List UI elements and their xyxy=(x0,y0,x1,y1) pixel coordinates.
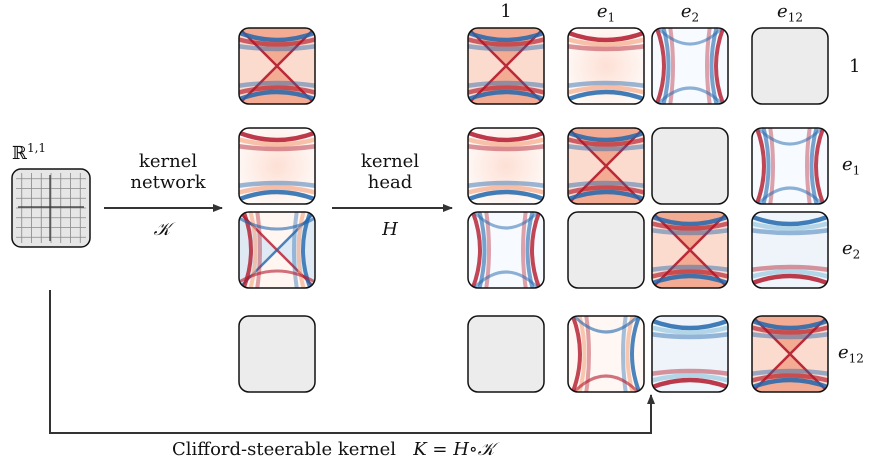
head-kernel-tile-r2-c3 xyxy=(651,127,729,205)
network-kernel-tile-2 xyxy=(238,127,316,205)
head-kernel-tile-r2-c2 xyxy=(567,127,645,205)
head-kernel-tile-r4-c4 xyxy=(751,315,829,393)
head-kernel-tile-r3-c3 xyxy=(651,211,729,289)
head-kernel-tile-r1-c3 xyxy=(651,27,729,105)
head-kernel-tile-r1-c2 xyxy=(567,27,645,105)
network-kernel-tile-4 xyxy=(238,315,316,393)
column-label-e12: e12 xyxy=(777,1,803,25)
head-kernel-tile-r2-c4 xyxy=(751,127,829,205)
caption: Clifford-steerable kernel K = H∘𝒦 xyxy=(172,439,495,460)
head-kernel-tile-r4-c2 xyxy=(567,315,645,393)
column-label-e2: e2 xyxy=(680,1,700,25)
network-kernel-tile-1 xyxy=(238,27,316,105)
network-kernel-tile-3 xyxy=(238,211,316,289)
row-label-e2: e2 xyxy=(842,238,861,262)
kernel-head-label: kernel head xyxy=(360,151,420,193)
composition-arrow xyxy=(49,290,655,434)
head-kernel-tile-r3-c1 xyxy=(467,211,545,289)
head-kernel-tile-r3-c2 xyxy=(567,211,645,289)
head-kernel-tile-r2-c1 xyxy=(467,127,545,205)
row-label-1: 1 xyxy=(849,56,861,77)
kernel-tiles xyxy=(238,27,829,393)
head-kernel-tile-r1-c4 xyxy=(751,27,829,105)
head-kernel-tile-r3-c4 xyxy=(751,211,829,289)
head-kernel-tile-r4-c3 xyxy=(651,315,729,393)
column-label-e1: e1 xyxy=(596,1,616,25)
row-label-e1: e1 xyxy=(842,154,861,178)
kernel-network-symbol: 𝒦 xyxy=(153,219,171,240)
input-space-tile xyxy=(11,168,91,248)
row-label-e12: e12 xyxy=(838,342,864,366)
kernel-network-label: kernel network xyxy=(130,151,206,193)
head-kernel-tile-r4-c1 xyxy=(467,315,545,393)
column-label-1: 1 xyxy=(500,1,512,22)
kernel-head-symbol: H xyxy=(382,219,398,240)
head-kernel-tile-r1-c1 xyxy=(467,27,545,105)
space-label: ℝ1,1 xyxy=(12,141,47,164)
